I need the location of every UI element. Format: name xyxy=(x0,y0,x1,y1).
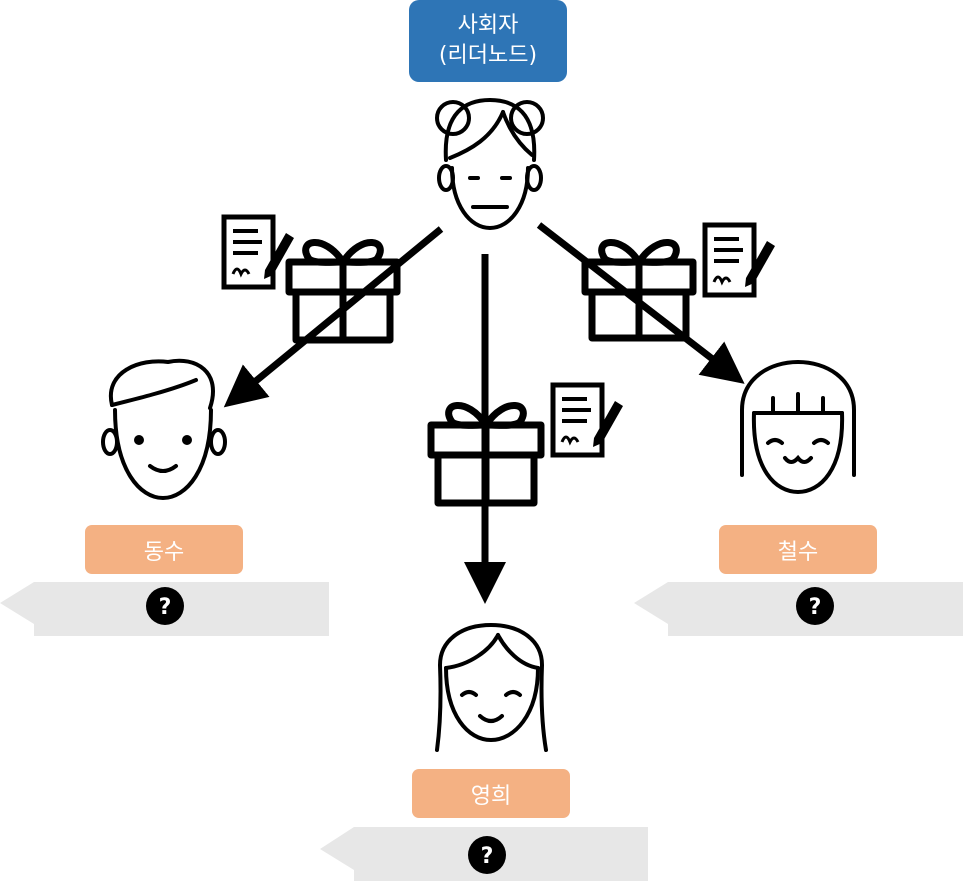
leader-label-line2: (리더노드) xyxy=(438,43,538,68)
person-icon-dongsu xyxy=(101,358,227,501)
question-icon: ? xyxy=(468,836,506,874)
question-icon: ? xyxy=(796,587,834,625)
member-name: 동수 xyxy=(143,539,185,565)
member-label-younghee: 영희 xyxy=(412,769,570,818)
leader-label-line1: 사회자 xyxy=(457,13,519,38)
member-label-cheolsu: 철수 xyxy=(719,525,877,574)
svg-text:?: ? xyxy=(809,595,822,620)
svg-text:?: ? xyxy=(159,595,172,620)
gift-icon xyxy=(581,239,697,342)
member-label-dongsu: 동수 xyxy=(85,525,243,574)
gift-icon xyxy=(427,402,545,507)
document-sign-icon xyxy=(221,214,294,290)
leader-label: 사회자 (리더노드) xyxy=(409,0,567,82)
question-icon: ? xyxy=(146,587,184,625)
person-icon-cheolsu xyxy=(740,359,856,495)
gift-icon xyxy=(285,239,401,344)
arrow-to-cheolsu xyxy=(536,222,745,384)
member-name: 영희 xyxy=(470,783,512,809)
svg-text:?: ? xyxy=(481,844,494,869)
document-sign-icon xyxy=(550,382,623,458)
member-name: 철수 xyxy=(777,539,819,565)
person-icon-younghee xyxy=(435,622,548,752)
document-sign-icon xyxy=(702,222,775,298)
person-icon-leader xyxy=(435,97,545,231)
